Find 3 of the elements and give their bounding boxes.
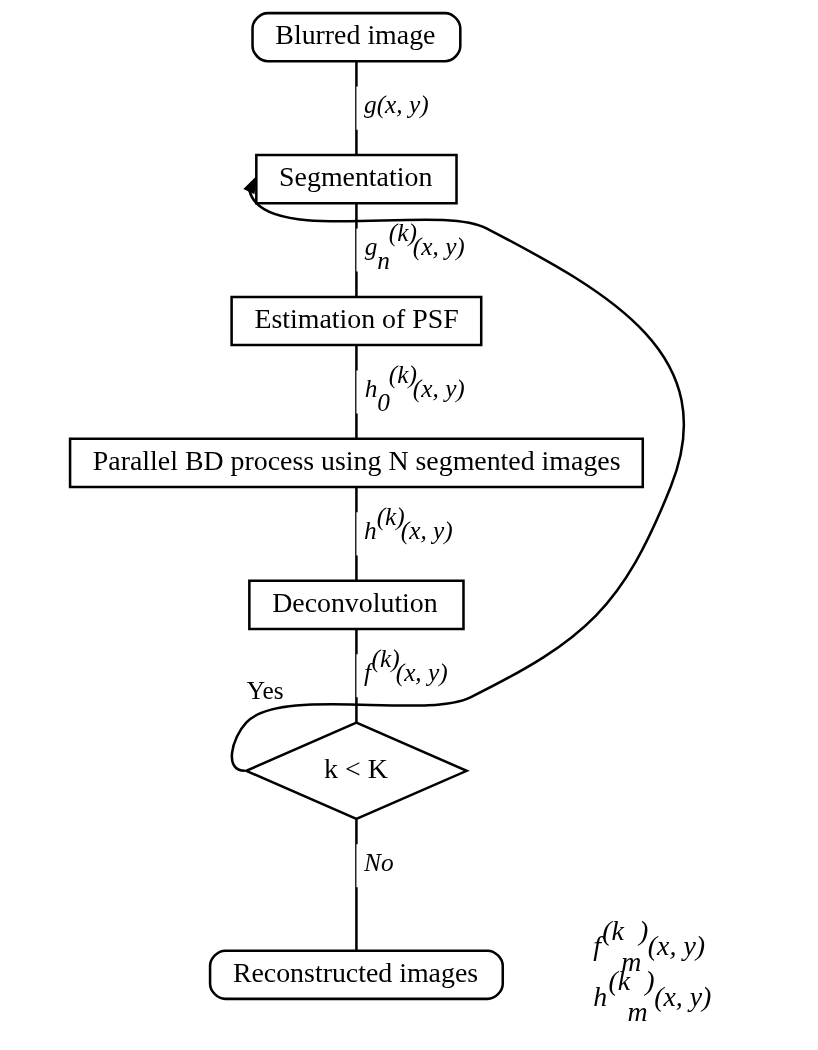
edge-label: g(x, y) (364, 90, 429, 119)
edge-label: Yes (246, 676, 284, 705)
edge-label: No (364, 847, 394, 876)
